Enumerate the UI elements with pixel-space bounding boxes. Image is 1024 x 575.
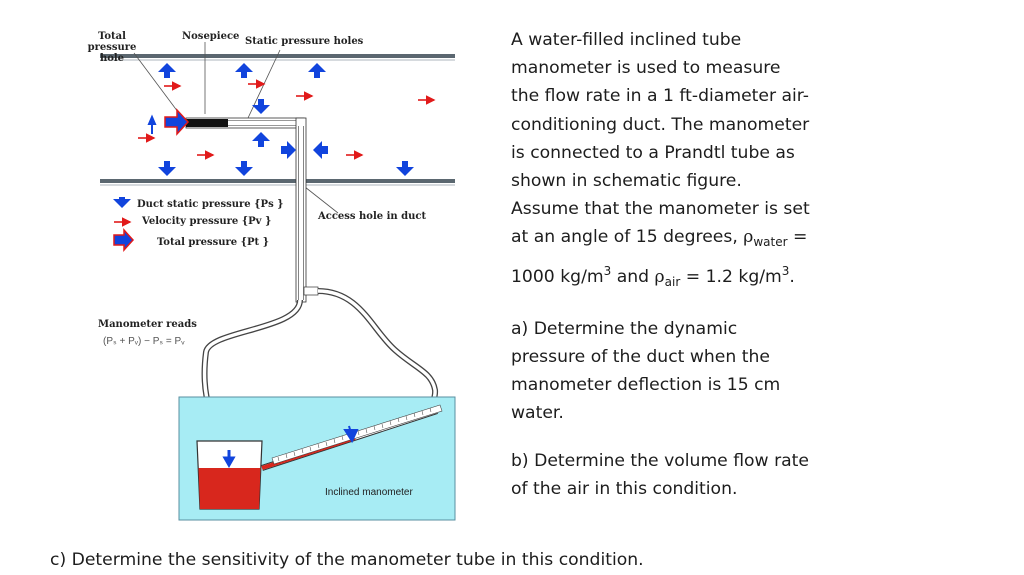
legend-velocity-label: Velocity pressure {Pv } [142,216,272,227]
and-text: and [611,266,655,287]
prandtl-tube-diagram: Total pressure hole Nosepiece Static pre… [0,0,470,530]
inclined-manometer-label: Inclined manometer [325,487,413,498]
rho-air-exponent: 3 [781,263,790,278]
legend-total-label: Total pressure {Pt } [157,237,270,248]
legend-symbols [113,197,135,252]
paragraph-gap [511,296,811,315]
rho-water-symbol: ρ [743,227,754,248]
intro-text: A water-filled inclined tube manometer i… [511,30,810,248]
part-a: a) Determine the dynamic pressure of the… [511,318,781,424]
rho-water-value: = 1000 kg/m [511,227,808,287]
paragraph-gap [511,428,811,447]
pitot-tube [185,117,319,303]
manometer-formula: (Pₛ + Pᵥ) − Pₛ = Pᵥ [103,336,185,347]
reservoir [196,440,263,510]
rho-air-value: = 1.2 kg/m [680,266,782,287]
diagram-graphic [100,42,456,521]
problem-statement: A water-filled inclined tube manometer i… [511,26,811,503]
rho-air-subscript: air [664,274,681,289]
part-c: c) Determine the sensitivity of the mano… [50,550,644,570]
nosepiece-label: Nosepiece [182,31,240,42]
legend-static-label: Duct static pressure {Ps } [137,199,284,210]
total-pressure-hole-label: Total pressure hole [87,31,137,64]
rho-water-subscript: water [753,235,788,250]
rho-air-symbol: ρ [654,266,665,287]
static-pressure-arrows [147,63,414,176]
manometer-reads-label: Manometer reads [98,319,197,330]
inclined-tube [261,404,443,471]
total-pressure-arrow [164,108,190,136]
static-pressure-holes-label: Static pressure holes [245,36,364,47]
rho-water-exponent: 3 [603,263,612,278]
end-period: . [789,266,795,287]
part-b: b) Determine the volume flow rate of the… [511,450,809,499]
velocity-pressure-arrows [138,79,436,160]
access-hole-label: Access hole in duct [318,211,427,222]
problem-intro: A water-filled inclined tube manometer i… [511,26,811,296]
